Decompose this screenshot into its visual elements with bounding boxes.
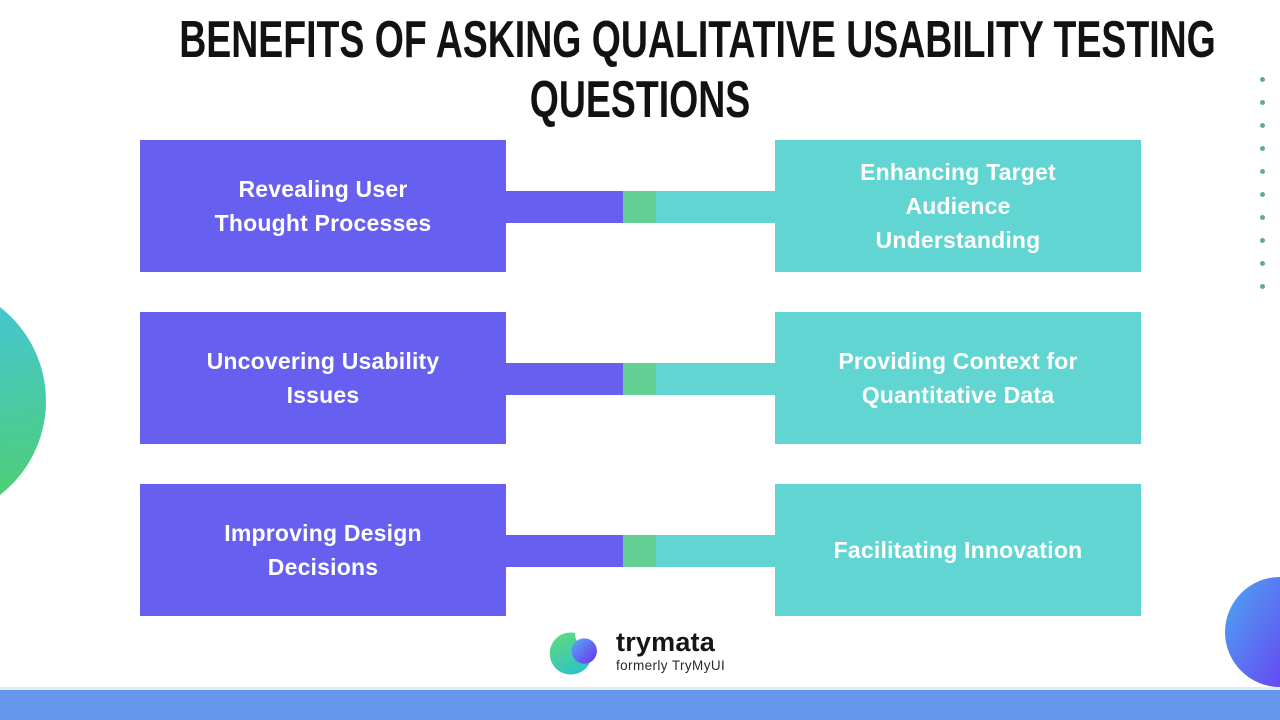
dot xyxy=(1260,261,1265,266)
decorative-dots-column xyxy=(1260,77,1265,307)
page-title: BENEFITS OF ASKING QUALITATIVE USABILITY… xyxy=(0,10,1280,130)
dot xyxy=(1260,215,1265,220)
dot xyxy=(1260,192,1265,197)
connector-green-segment xyxy=(623,535,656,567)
benefit-box-improving-design-decisions: Improving Design Decisions xyxy=(140,484,506,616)
logo-tagline: formerly TryMyUI xyxy=(616,658,726,673)
footer-bottom-bar xyxy=(0,690,1280,720)
benefit-label-line: Audience xyxy=(905,193,1011,219)
benefit-label-line: Understanding xyxy=(875,227,1041,253)
decorative-circle-left xyxy=(0,282,46,520)
connector-teal-segment xyxy=(656,191,775,223)
logo-text-block: trymata formerly TryMyUI xyxy=(616,627,725,675)
connector-green-segment xyxy=(623,363,656,395)
dot xyxy=(1260,77,1265,82)
benefit-label-line: Providing Context for xyxy=(838,348,1078,374)
benefit-label-line: Thought Processes xyxy=(214,210,432,236)
connector-green-segment xyxy=(623,191,656,223)
dot xyxy=(1260,284,1265,289)
benefit-label-line: Revealing User xyxy=(238,176,408,202)
benefit-label-line: Quantitative Data xyxy=(861,382,1055,408)
benefit-label-line: Decisions xyxy=(267,554,379,580)
benefit-label-line: Improving Design xyxy=(224,520,422,546)
dot xyxy=(1260,238,1265,243)
connector-teal-segment xyxy=(656,363,775,395)
dot xyxy=(1260,146,1265,151)
benefit-label-line: Facilitating Innovation xyxy=(833,537,1083,563)
benefit-box-revealing-user-thought-processes: Revealing User Thought Processes xyxy=(140,140,506,272)
benefit-box-uncovering-usability-issues: Uncovering Usability Issues xyxy=(140,312,506,444)
benefit-row-1: Revealing User Thought Processes Enhanci… xyxy=(140,140,1141,272)
connector-purple-segment xyxy=(506,363,623,395)
benefit-box-providing-context-for-quantitative-data: Providing Context for Quantitative Data xyxy=(775,312,1141,444)
trymata-logo: trymata formerly TryMyUI xyxy=(548,624,725,678)
benefit-box-enhancing-target-audience-understanding: Enhancing Target Audience Understanding xyxy=(775,140,1141,272)
trymata-leaf-icon xyxy=(549,624,602,675)
page-title-line-1: BENEFITS OF ASKING QUALITATIVE USABILITY… xyxy=(179,11,1216,69)
benefit-label-line: Enhancing Target xyxy=(860,159,1056,185)
page-title-line-2: QUESTIONS xyxy=(529,71,751,129)
connector-purple-segment xyxy=(506,535,623,567)
benefit-row-2: Uncovering Usability Issues Providing Co… xyxy=(140,312,1141,444)
dot xyxy=(1260,123,1265,128)
decorative-circle-right xyxy=(1225,577,1280,687)
connector-teal-segment xyxy=(656,535,775,567)
footer-light-strip xyxy=(0,687,1280,690)
connector-purple-segment xyxy=(506,191,623,223)
dot xyxy=(1260,100,1265,105)
benefit-label-line: Uncovering Usability xyxy=(206,348,440,374)
benefit-box-facilitating-innovation: Facilitating Innovation xyxy=(775,484,1141,616)
benefit-row-3: Improving Design Decisions Facilitating … xyxy=(140,484,1141,616)
dot xyxy=(1260,169,1265,174)
benefit-label-line: Issues xyxy=(286,382,360,408)
logo-wordmark: trymata xyxy=(616,627,715,657)
